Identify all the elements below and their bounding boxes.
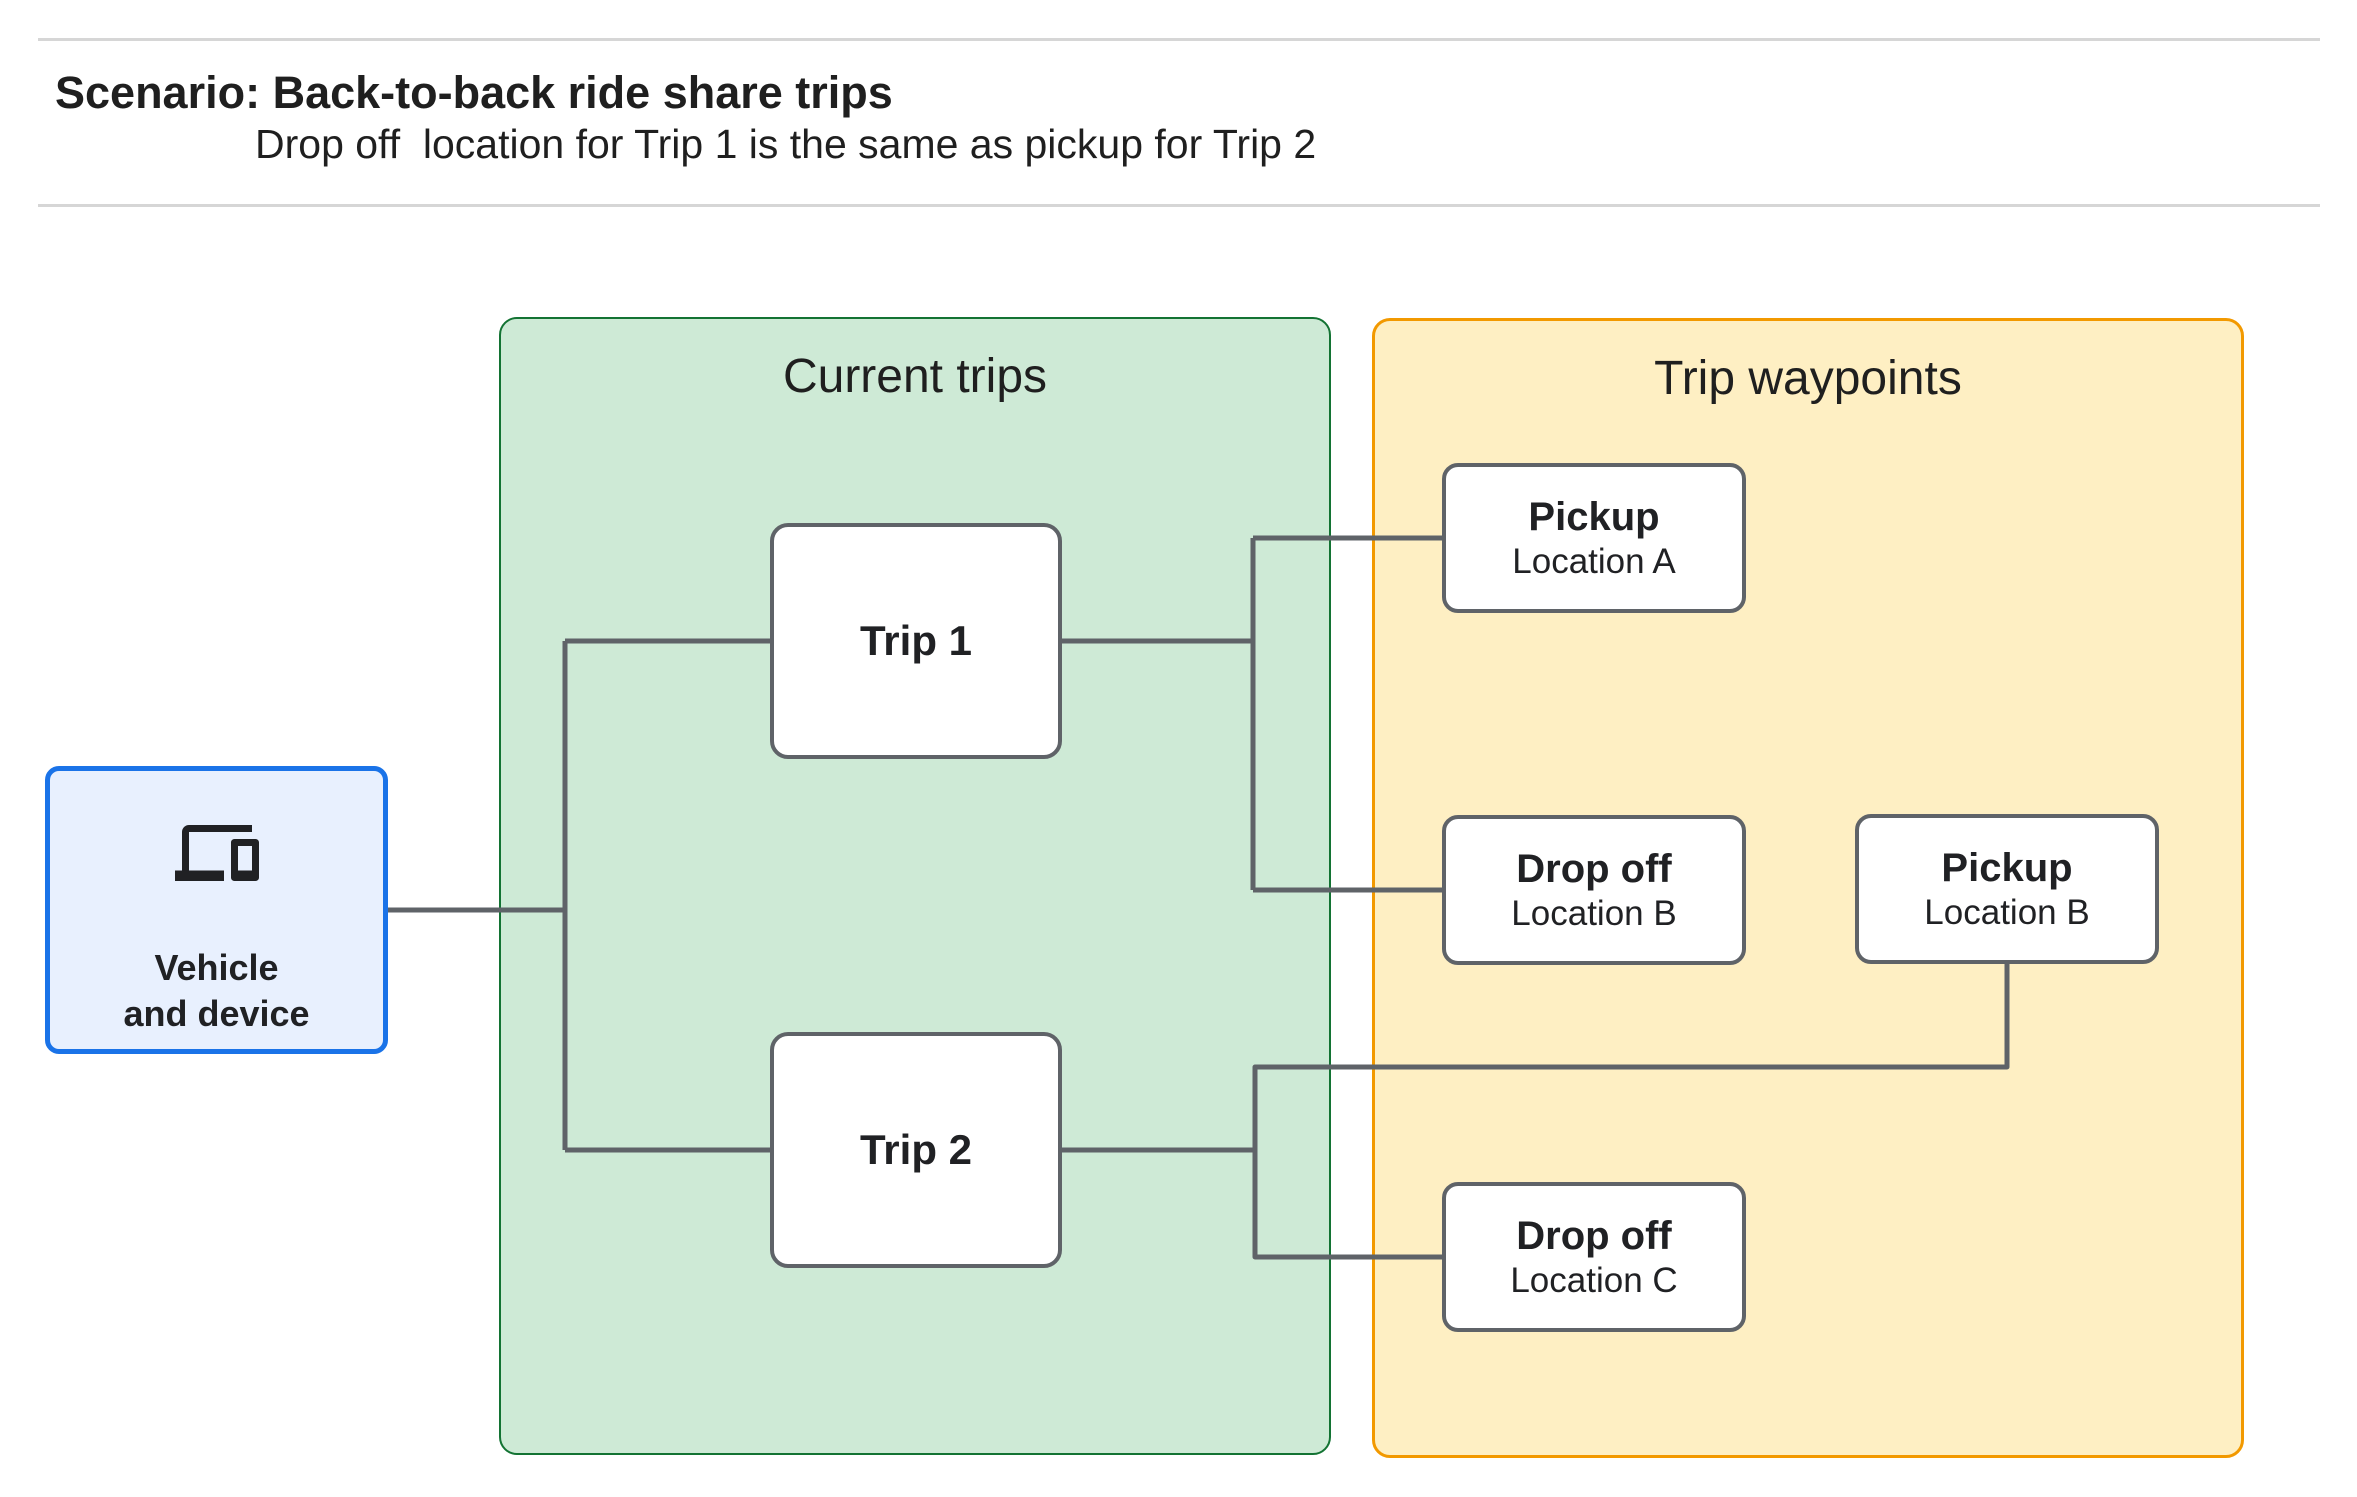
current-trips-container: Current trips (499, 317, 1331, 1455)
waypoint-dropoff-location-c: Drop off Location C (1442, 1182, 1746, 1332)
vehicle-label-line2: and device (123, 993, 310, 1034)
vehicle-node-label: Vehicle and device (50, 945, 383, 1037)
waypoint-pickup-location-b: Pickup Location B (1855, 814, 2159, 964)
header-bottom-divider (38, 204, 2320, 207)
header-top-divider (38, 38, 2320, 41)
waypoint-location: Location A (1512, 542, 1676, 581)
vehicle-label-line1: Vehicle (154, 947, 279, 988)
waypoint-pickup-location-a: Pickup Location A (1442, 463, 1746, 613)
page-title: Scenario: Back-to-back ride share trips (55, 67, 893, 118)
trip-2-label: Trip 2 (859, 1126, 973, 1173)
waypoint-location: Location B (1511, 894, 1677, 933)
waypoint-location: Location C (1510, 1261, 1678, 1300)
trip-1-node: Trip 1 (770, 523, 1062, 759)
devices-icon (174, 825, 259, 881)
waypoint-location: Location B (1924, 893, 2090, 932)
waypoint-type: Drop off (1516, 847, 1672, 891)
waypoint-type: Pickup (1941, 846, 2073, 890)
page-subtitle: Drop off location for Trip 1 is the same… (255, 121, 1317, 167)
waypoint-type: Drop off (1516, 1214, 1672, 1258)
trip-waypoints-title: Trip waypoints (1654, 352, 1962, 405)
waypoint-type: Pickup (1528, 495, 1660, 539)
current-trips-title: Current trips (782, 350, 1048, 403)
waypoint-dropoff-location-b: Drop off Location B (1442, 815, 1746, 965)
vehicle-and-device-node: Vehicle and device (45, 766, 388, 1054)
trip-2-node: Trip 2 (770, 1032, 1062, 1268)
trip-1-label: Trip 1 (859, 617, 973, 664)
